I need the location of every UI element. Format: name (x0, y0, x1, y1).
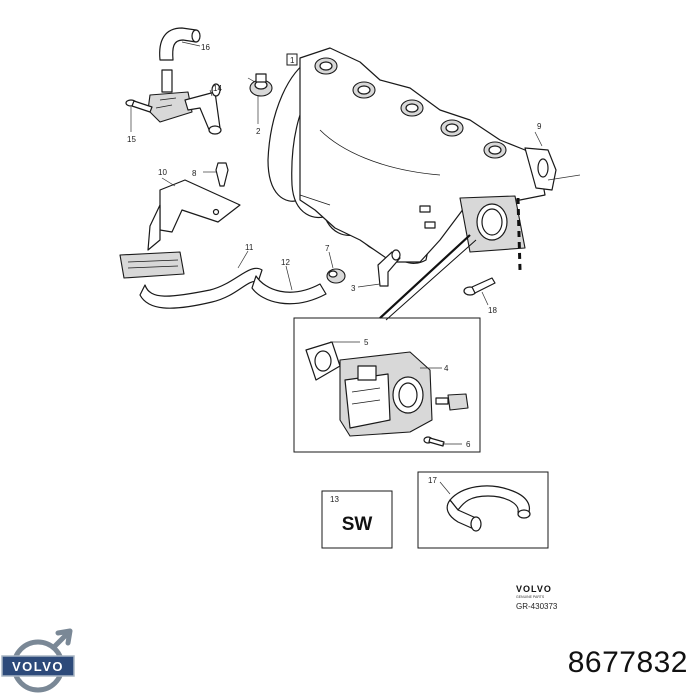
callout-4: 4 (444, 364, 449, 373)
watermark-ref: GR-430373 (516, 602, 558, 611)
callout-11: 11 (245, 243, 254, 252)
volvo-logo: VOLVO (1, 628, 75, 693)
part-number: 8677832 (567, 646, 688, 679)
dashed-indicator (516, 197, 522, 271)
pointer-line-b (385, 239, 477, 321)
hose-12 (251, 265, 327, 305)
logo-text: VOLVO (12, 659, 64, 674)
callout-2: 2 (256, 127, 261, 136)
callout-10: 10 (158, 168, 167, 177)
callout-17: 17 (428, 476, 437, 485)
watermark-brand: VOLVO (516, 584, 552, 594)
screw-6 (423, 436, 462, 447)
callout-5: 5 (364, 338, 369, 347)
elbow-fitting-3 (357, 249, 401, 288)
callout-12: 12 (281, 258, 290, 267)
throttle-inset-box (293, 317, 481, 453)
callout-1: 1 (290, 56, 295, 65)
pointer-line-a (379, 234, 471, 319)
callout-box-1 (286, 53, 298, 66)
bolt-8 (203, 162, 229, 187)
throttle-body-4 (339, 351, 469, 437)
diagram-watermark: VOLVO GENUINE PARTS GR-430373 (516, 584, 558, 611)
callout-9: 9 (537, 122, 542, 131)
hose-17 (439, 481, 531, 532)
valve-14 (147, 69, 222, 135)
callout-3: 3 (351, 284, 356, 293)
callout-6: 6 (466, 440, 471, 449)
callout-18: 18 (488, 306, 497, 315)
grommet-2 (249, 73, 273, 124)
clamp-7 (326, 251, 346, 284)
gasket-5 (305, 341, 360, 381)
callout-8: 8 (192, 169, 197, 178)
bolt-18 (463, 277, 496, 306)
sw-box-text: SW (342, 514, 373, 535)
logo-band (1, 655, 75, 677)
hose-16 (159, 27, 201, 61)
sw-box (321, 490, 393, 549)
bracket-10 (119, 177, 241, 279)
callout-15: 15 (127, 135, 136, 144)
callout-7: 7 (325, 244, 330, 253)
hose-17-box (417, 471, 549, 549)
watermark-sub: GENUINE PARTS (516, 595, 545, 599)
bolt-15 (125, 99, 153, 132)
intake-manifold-1 (267, 47, 557, 264)
callout-13: 13 (330, 495, 339, 504)
logo-arrow-icon (52, 628, 73, 649)
callout-16: 16 (201, 43, 210, 52)
callout-14: 14 (213, 84, 222, 93)
